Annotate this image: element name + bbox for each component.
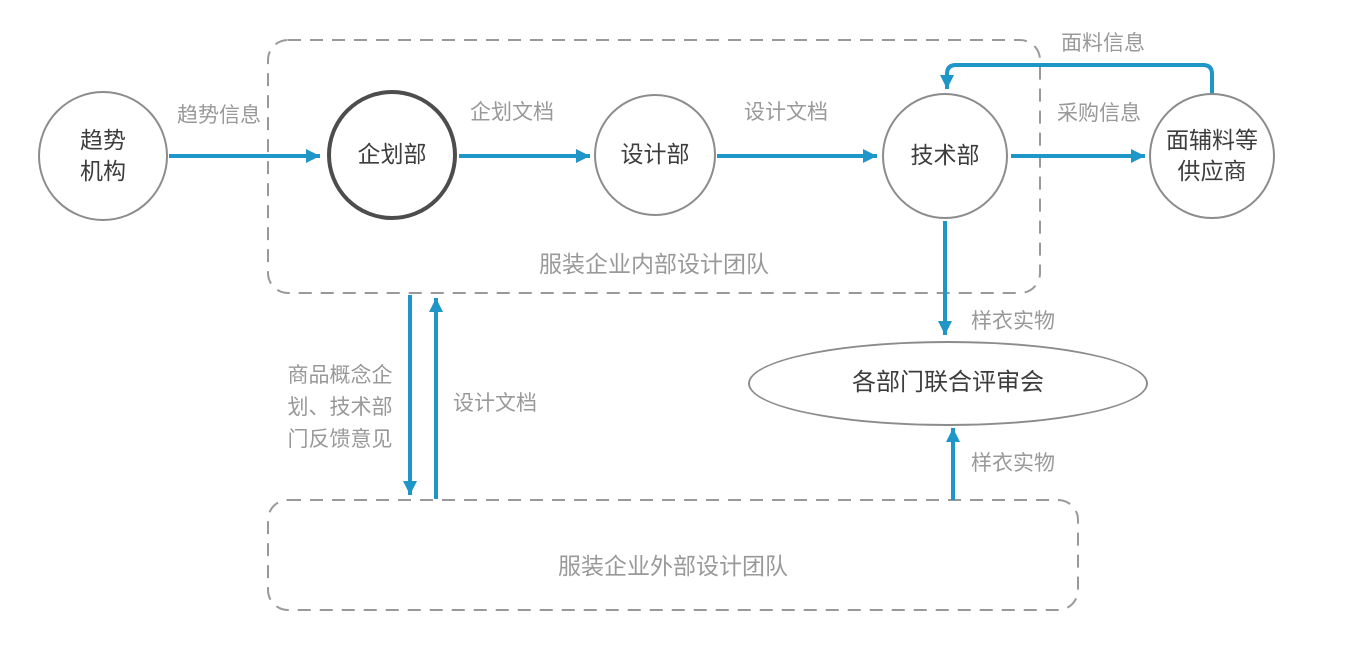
label-design-doc-up: 设计文档 [453, 392, 537, 415]
label-fabric-info: 面料信息 [1061, 32, 1145, 55]
label-sample-top: 样衣实物 [971, 310, 1055, 333]
node-review-meeting: 各部门联合评审会 [748, 341, 1148, 426]
label-design-doc: 设计文档 [744, 101, 828, 124]
external-team-box [267, 499, 1079, 611]
external-team-label: 服装企业外部设计团队 [558, 553, 788, 579]
label-planning-doc: 企划文档 [470, 101, 554, 124]
label-concept-feedback: 商品概念企 划、技术部 门反馈意见 [287, 364, 393, 451]
internal-team-box [267, 39, 1041, 294]
node-trend-agency: 趋势 机构 [38, 91, 168, 221]
node-design-dept: 设计部 [594, 94, 716, 216]
edge-supplier-to-tech-feedback [940, 63, 1214, 100]
internal-team-label: 服装企业内部设计团队 [539, 251, 769, 277]
label-sample-bottom: 样衣实物 [971, 452, 1055, 475]
label-purchase-info: 采购信息 [1057, 102, 1141, 125]
node-supplier: 面辅料等 供应商 [1149, 93, 1275, 219]
node-tech-dept: 技术部 [882, 93, 1008, 219]
node-planning-dept: 企划部 [327, 90, 457, 220]
label-trend-info: 趋势信息 [177, 104, 261, 127]
